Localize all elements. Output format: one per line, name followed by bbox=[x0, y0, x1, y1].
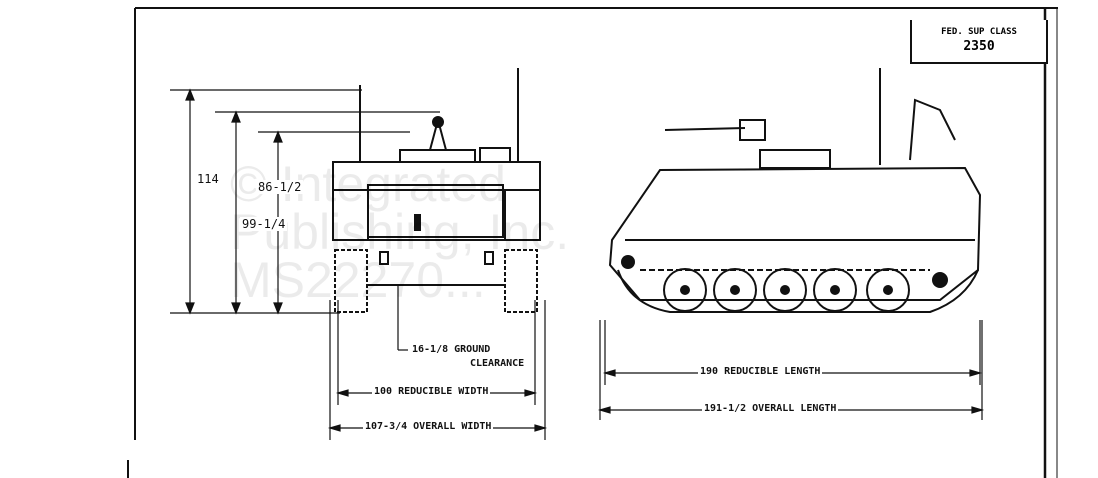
height-overall-label: 114 bbox=[195, 172, 221, 186]
class-number: 2350 bbox=[963, 39, 995, 54]
ground-clearance-leader bbox=[397, 285, 408, 351]
drawing-frame bbox=[127, 7, 1058, 478]
overall-length-label: 191-1/2 OVERALL LENGTH bbox=[702, 403, 839, 414]
ground-clearance-label: 16-1/8 GROUND bbox=[410, 344, 493, 355]
supply-class-box: FED. SUP CLASS 2350 bbox=[910, 20, 1048, 64]
height-hull-label: 86-1/2 bbox=[256, 180, 304, 194]
side-view-vehicle bbox=[608, 68, 982, 313]
height-dimensions bbox=[170, 88, 440, 315]
reducible-length-label: 190 REDUCIBLE LENGTH bbox=[698, 366, 823, 377]
width-dimensions bbox=[327, 300, 548, 440]
overall-width-label: 107-3/4 OVERALL WIDTH bbox=[363, 421, 494, 432]
height-reduced-label: 99-1/4 bbox=[240, 217, 288, 231]
front-view-vehicle bbox=[332, 68, 541, 313]
ground-clearance-label-2: CLEARANCE bbox=[468, 358, 527, 369]
class-title: FED. SUP CLASS bbox=[941, 27, 1017, 37]
reducible-width-label: 100 REDUCIBLE WIDTH bbox=[372, 386, 491, 397]
